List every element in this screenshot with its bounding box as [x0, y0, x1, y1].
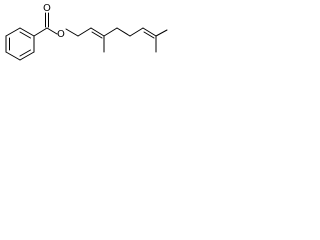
carbonyl-oxygen-label: O — [43, 3, 51, 14]
alkene-double-bond-2 — [142, 27, 157, 39]
molecule-drawing: O O — [5, 3, 168, 61]
benzene-ring — [5, 27, 35, 61]
alkene-1-bond-b — [91, 31, 103, 39]
ring-to-carbonyl-bond — [33, 27, 48, 37]
alkene-1-bond-a — [90, 27, 105, 37]
ring-bond-4 — [5, 51, 21, 61]
structure-canvas: O O — [0, 0, 168, 104]
ester-oxygen-label: O — [57, 29, 65, 40]
alkene-2-bond-a — [142, 27, 157, 37]
c3-to-c4-bond — [103, 27, 118, 37]
ring-bond-3 — [19, 51, 35, 61]
terminal-methyl-bond-2 — [155, 29, 168, 37]
carbonyl-double-bond — [45, 12, 49, 28]
alkene-double-bond-1 — [90, 27, 105, 39]
ch2-to-c2-bond — [77, 27, 92, 37]
carbonyl-to-ester-oxygen-bond — [46, 27, 58, 35]
ring-bond-1 — [19, 27, 35, 37]
c4-to-c5-bond — [116, 27, 131, 37]
c5-to-c6-bond — [129, 27, 144, 37]
alkene-2-bond-b — [143, 31, 155, 39]
ring-inner-double-2 — [19, 49, 31, 57]
ester-oxygen-to-ch2-bond — [65, 28, 79, 37]
ring-bond-6 — [5, 27, 21, 37]
ring-inner-double-1 — [19, 31, 31, 39]
